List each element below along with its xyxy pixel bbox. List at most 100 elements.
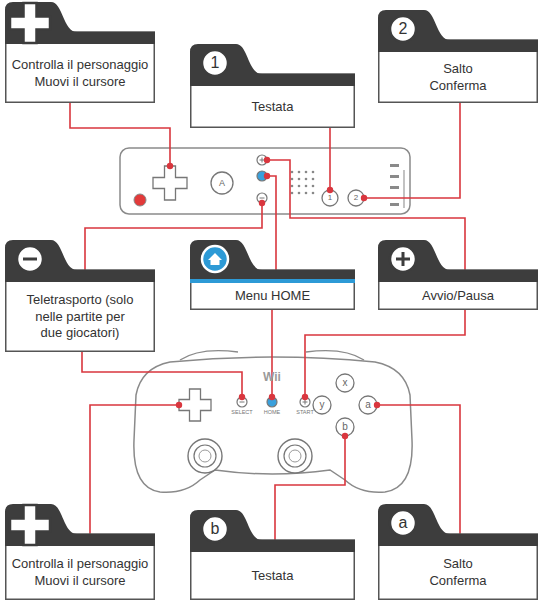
leader-line [305,310,465,397]
callout-tab [190,240,355,282]
callout-tab [5,240,155,282]
callout-number: a [390,510,416,536]
wii-remote [120,148,410,214]
right-stick [278,439,312,473]
callout-text-area: Teletrasporto (solo nelle partite per du… [5,282,155,352]
right-stick-center [289,450,301,462]
leader-line [329,128,331,190]
leader-dot [327,187,333,193]
button-label: 1 [328,194,332,202]
callout-text: Controlla il personaggio Muovi il cursor… [7,57,153,91]
icon-circle [390,246,416,272]
button-label: b [342,422,348,432]
right-stick-cap [284,445,306,467]
callout-text-area: Testata [190,86,355,128]
player-leds [390,164,399,206]
home-stripe [190,279,355,283]
leader-dot [269,394,275,400]
button-label: a [365,400,371,410]
x-button [336,374,354,392]
callout-tab [190,510,355,552]
left-stick-center [199,450,211,462]
callout-text-area: Menu HOME [190,282,355,310]
button-label: A [219,179,225,188]
callout-text-area: Salto Conferma [378,52,538,103]
icon-circle [390,16,416,42]
callout-body [6,270,155,351]
callout-text: Salto Conferma [423,556,493,590]
callout-text-area: Controlla il personaggio Muovi il cursor… [5,44,155,103]
callout-box: Avvio/Pausa [378,240,538,310]
callout-box: Controlla il personaggio Muovi il cursor… [5,504,155,600]
callout-text-area: Salto Conferma [378,546,538,600]
callout-tab [378,10,538,52]
leader-dot [167,163,173,169]
minus-sign [260,198,265,199]
callout-number: b [202,516,228,542]
left-stick-cap [194,445,216,467]
classic-body [134,357,412,492]
callout-tab [5,2,155,44]
callout-text: Controlla il personaggio Muovi il cursor… [7,556,153,590]
classic-dpad [179,389,211,421]
leader-line [267,176,276,270]
callout-box: Teletrasporto (solo nelle partite per du… [5,240,155,352]
leader-dot [264,173,270,179]
leader-dot [239,394,245,400]
button-label: Wii [263,371,281,383]
button-label: x [343,378,348,388]
icon-circle [390,510,416,536]
home-icon [208,253,222,265]
plus-sign [260,158,265,163]
leader-dot [374,402,380,408]
plus-sign [303,400,308,405]
button-label: START [296,410,314,416]
left-stick [188,439,222,473]
icon-circle [202,50,228,76]
callout-text: Menu HOME [235,288,310,305]
leader-dots [167,157,380,439]
callout-text-area: Avvio/Pausa [378,282,538,310]
leader-line [70,103,170,166]
callout-tab [190,44,355,86]
power-button [134,194,146,206]
icon-circle [17,246,43,272]
callout-text: Avvio/Pausa [422,288,494,305]
callout-tab [5,504,155,546]
icon-circle [202,516,228,542]
remote-edge [403,170,404,208]
leader-line [271,310,273,397]
callout-box: 2Salto Conferma [378,10,538,103]
leader-dot [176,402,182,408]
callout-number: 1 [202,50,228,76]
callout-box: Controlla il personaggio Muovi il cursor… [5,2,155,103]
leader-dot [361,195,367,201]
button-label: HOME [264,410,281,416]
plus-icon [396,252,410,266]
leader-line [364,103,460,198]
icon-circle [202,246,228,272]
callout-text: Salto Conferma [423,61,493,95]
leader-dot [259,200,265,206]
dpad-icon [10,505,50,545]
minus-icon [23,258,37,261]
callout-tab [378,504,538,546]
callout-tab [378,240,538,282]
button-label: 2 [354,194,358,202]
callout-text: Teletrasporto (solo nelle partite per du… [24,292,136,343]
callout-box: 1Testata [190,44,355,128]
button-label: y [320,400,325,410]
leader-dot [302,394,308,400]
button-label: SELECT [231,410,252,416]
leader-dot [342,433,348,439]
leader-line [275,436,345,540]
callout-text-area: Controlla il personaggio Muovi il cursor… [5,546,155,600]
dpad-icon [10,3,50,43]
speaker-grille [291,171,315,195]
callout-text-area: Testata [190,552,355,600]
callout-box: bTestata [190,510,355,600]
callout-text: Testata [252,568,294,585]
callout-number: 2 [390,16,416,42]
minus-sign [240,402,245,403]
